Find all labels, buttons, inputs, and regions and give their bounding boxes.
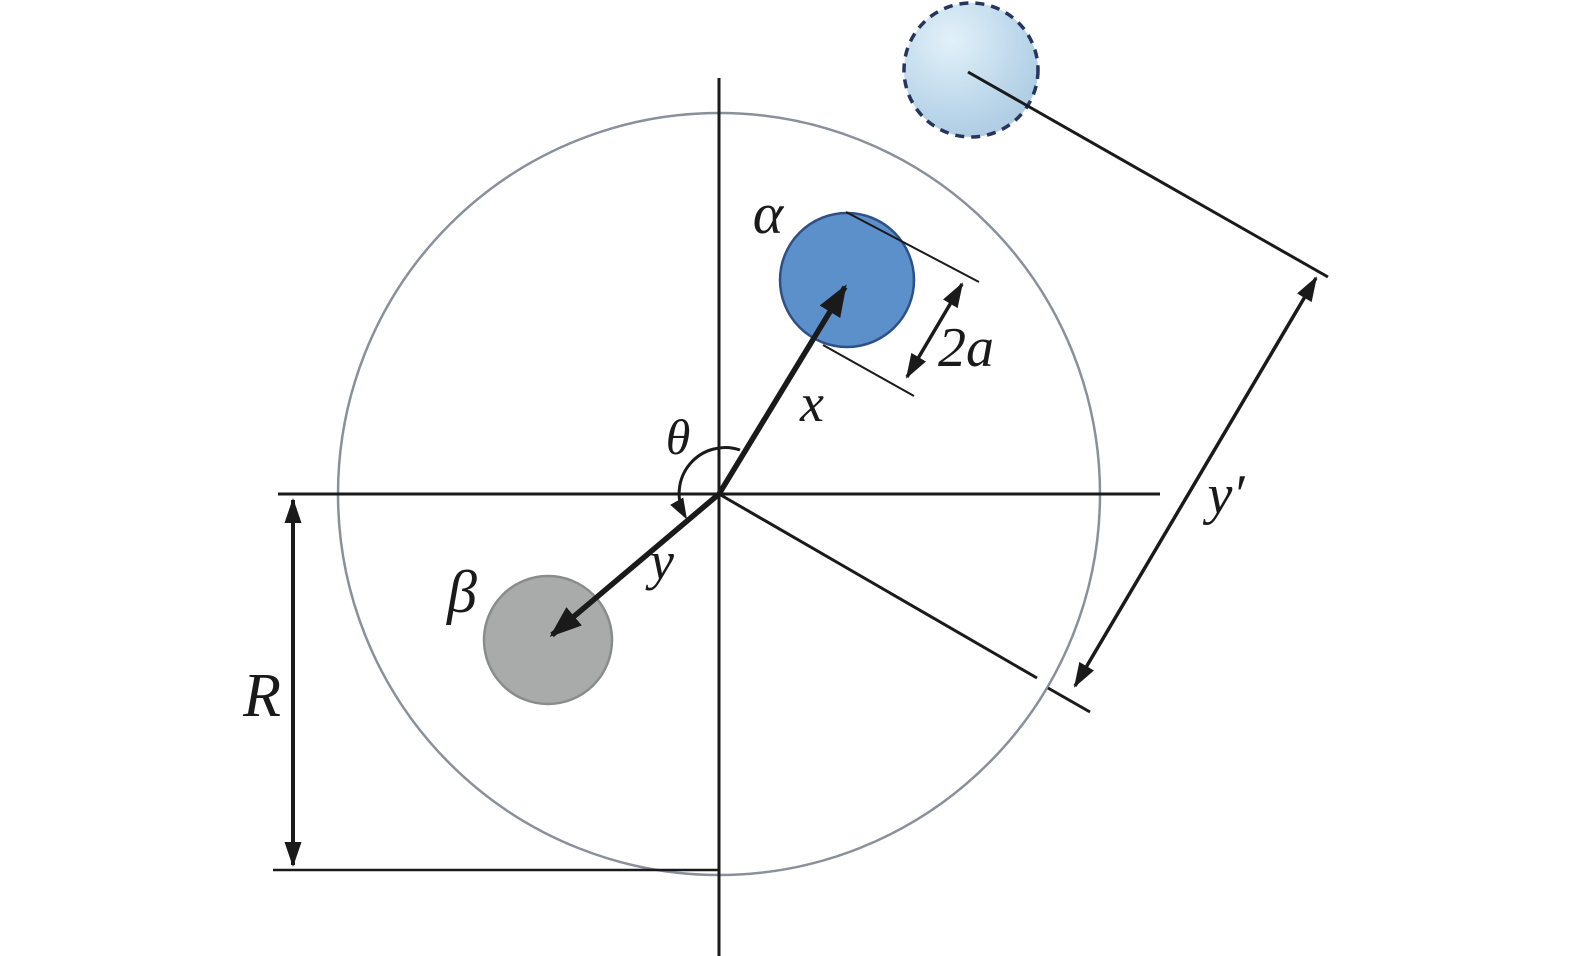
x-label: x — [799, 373, 824, 433]
origin-reference-extension-tick — [1047, 686, 1091, 714]
theta-angle-arc — [670, 446, 741, 520]
ghost-center-reference-line — [967, 70, 1329, 279]
beta-circle — [482, 574, 614, 706]
beta-label: β — [446, 559, 477, 625]
alpha-label: α — [753, 181, 785, 246]
labels-group: α β θ x y y′ 2a R — [242, 181, 1245, 730]
radius-label: R — [242, 662, 281, 730]
two-a-upper-tangent-line — [845, 211, 980, 283]
two-a-lower-tangent-line — [822, 344, 915, 397]
ink-lines-group — [273, 70, 1329, 956]
theta-label: θ — [666, 409, 691, 465]
ghost-sphere-circle — [902, 1, 1040, 139]
y-prime-label: y′ — [1202, 464, 1245, 526]
y-prime-dimension-arrow — [1073, 276, 1318, 688]
alpha-circle — [778, 211, 916, 349]
y-label: y — [645, 531, 674, 591]
x-vector-arrow — [716, 284, 848, 496]
origin-reference-line — [718, 492, 1038, 680]
two-a-label: 2a — [938, 317, 994, 379]
y-vector-arrow — [549, 491, 721, 638]
two-a-dimension-arrow — [905, 282, 964, 379]
